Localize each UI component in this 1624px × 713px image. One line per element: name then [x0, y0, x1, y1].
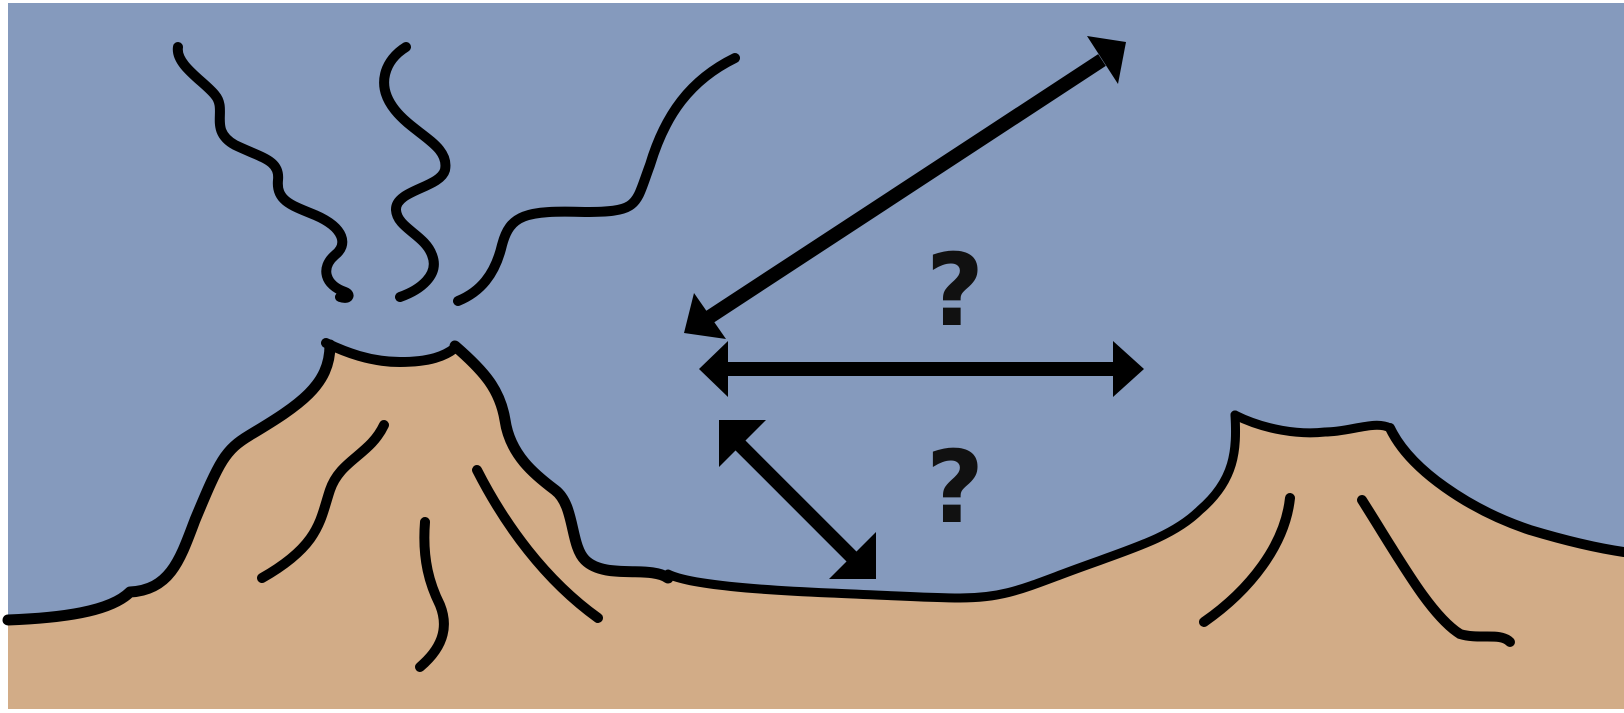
arrow-head-lower-lower	[829, 532, 876, 579]
arrow-head-horizontal-right	[1113, 341, 1144, 397]
arrow-head-upper-left	[684, 293, 726, 339]
right-volcano-ridge-2	[1357, 495, 1515, 647]
terrain-outline	[2, 339, 336, 626]
left-volcano-ridge-2	[415, 517, 449, 672]
question-mark-lower: ?	[926, 429, 984, 546]
left-volcano-ridge-1	[257, 420, 389, 583]
left-volcano-ridge-3	[472, 465, 603, 623]
arrow-head-horizontal-left	[699, 341, 728, 397]
arrow-head-lower-upper	[719, 420, 766, 467]
left-crater-rim	[321, 338, 460, 367]
smoke-plume-left	[172, 42, 354, 303]
smoke-plume-right	[453, 53, 740, 306]
smoke-plume-middle	[379, 42, 451, 302]
valley-floor	[663, 410, 1241, 603]
arrow-head-upper-right	[1087, 36, 1126, 84]
right-volcano-slope	[1385, 423, 1624, 557]
ground-fill	[8, 345, 1624, 709]
left-volcano-right-slope	[449, 340, 674, 584]
question-mark-upper: ?	[926, 232, 984, 349]
right-volcano-ridge-1	[1199, 493, 1295, 627]
right-crater-rim	[1230, 410, 1395, 438]
diagonal-arrow-shaft-upper	[701, 54, 1106, 326]
diagonal-arrow-shaft-lower	[730, 435, 860, 565]
